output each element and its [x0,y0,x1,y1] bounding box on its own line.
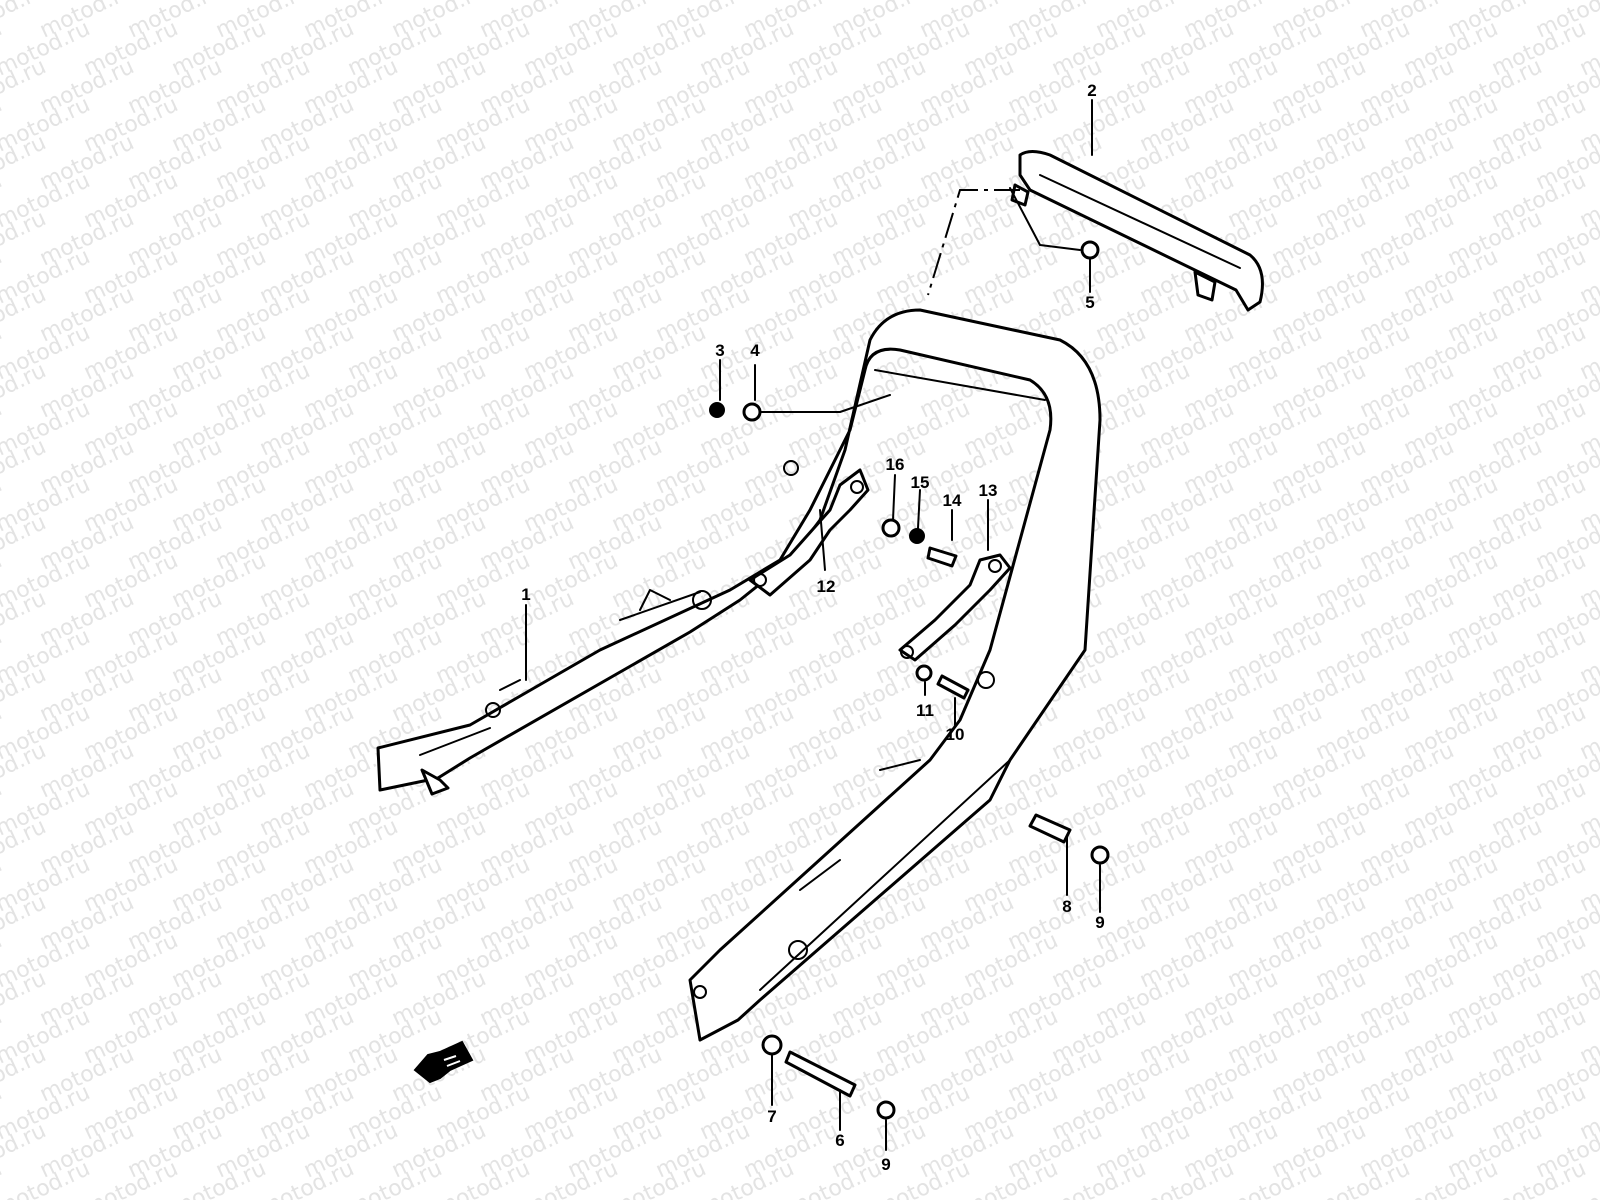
callout-14: 14 [943,491,962,510]
callout-9-upper: 9 [1095,913,1104,932]
callout-15: 15 [911,473,930,492]
callout-3: 3 [715,341,724,360]
watermark-text: motod.ru [1576,0,1600,5]
callout-7: 7 [767,1107,776,1126]
callout-2: 2 [1087,81,1096,100]
callout-1: 1 [521,585,530,604]
callout-8: 8 [1062,897,1071,916]
callout-13: 13 [979,481,998,500]
callout-11: 11 [916,701,934,720]
callout-4: 4 [750,341,760,360]
callout-6: 6 [835,1131,844,1150]
callout-16: 16 [886,455,905,474]
callout-12: 12 [817,577,836,596]
callout-5: 5 [1085,293,1094,312]
callout-10: 10 [946,725,965,744]
callout-9-lower: 9 [881,1155,890,1174]
